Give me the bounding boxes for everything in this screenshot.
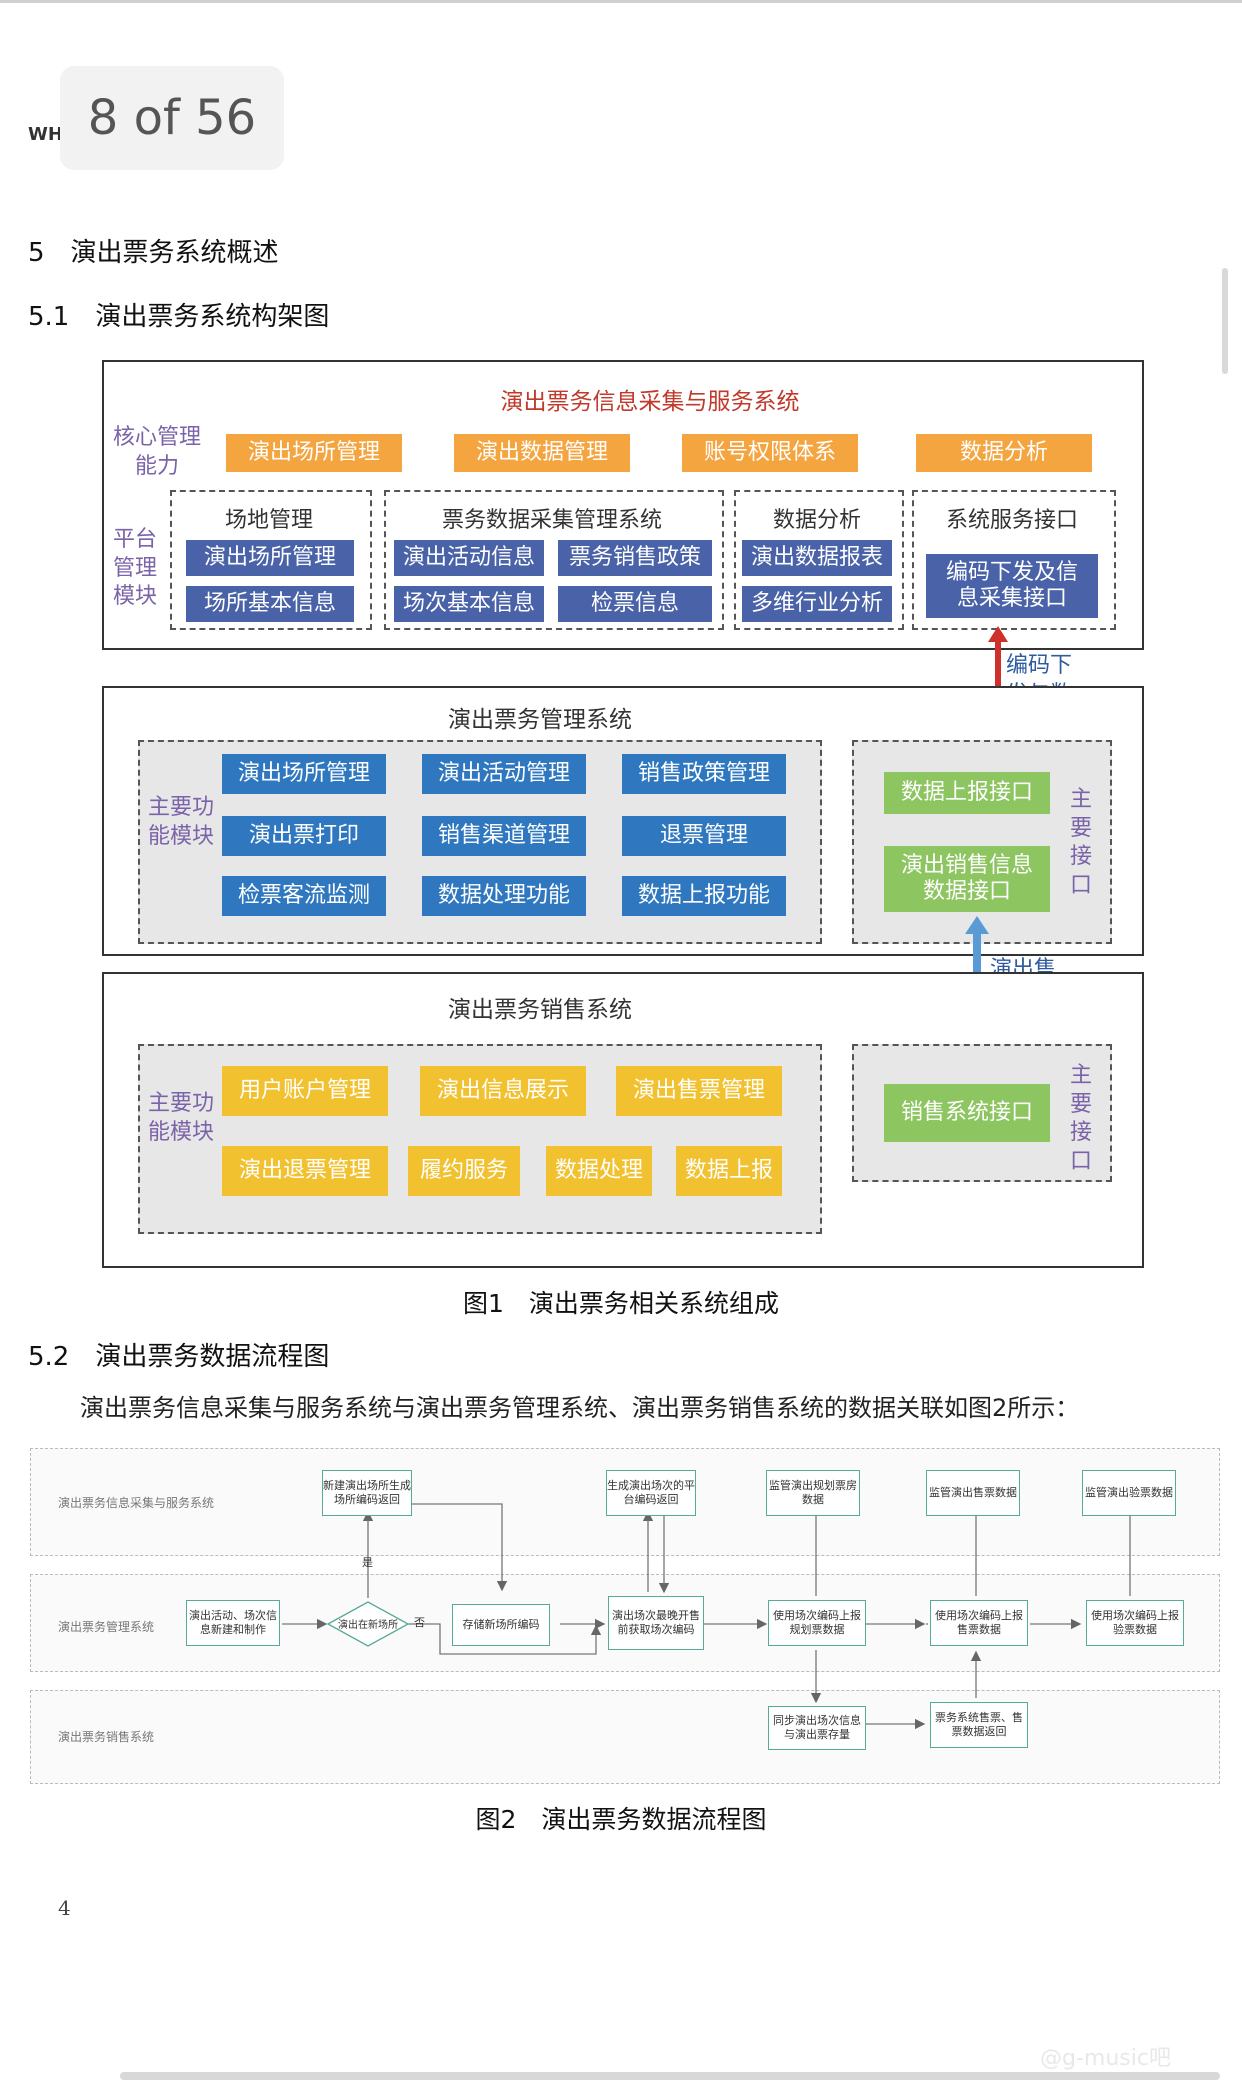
platform-item: 演出数据报表 xyxy=(742,540,892,576)
flow-box: 存储新场所编码 xyxy=(452,1604,550,1646)
lane-label: 演出票务销售系统 xyxy=(58,1730,155,1744)
lane-label: 演出票务管理系统 xyxy=(58,1620,155,1634)
sales-item: 履约服务 xyxy=(408,1146,520,1196)
flow-box: 监管演出验票数据 xyxy=(1082,1470,1176,1516)
flow-box: 新建演出场所生成场所编码返回 xyxy=(322,1470,412,1516)
mgmt-func-label: 主要功能模块 xyxy=(148,795,215,849)
section-heading-5-1: 5.1 演出票务系统构架图 xyxy=(28,302,330,332)
platform-item: 多维行业分析 xyxy=(742,586,892,622)
mgmt-item: 销售渠道管理 xyxy=(422,816,586,856)
page-number: 4 xyxy=(58,1896,71,1920)
mgmt-item: 销售政策管理 xyxy=(622,754,786,794)
platform-item: 票务销售政策 xyxy=(558,540,712,576)
platform-item: 编码下发及信息采集接口 xyxy=(926,554,1098,618)
sales-iface: 销售系统接口 xyxy=(884,1084,1050,1142)
platform-group-venue xyxy=(170,490,372,630)
mgmt-system-title: 演出票务管理系统 xyxy=(448,707,632,733)
figure1-caption: 图1 演出票务相关系统组成 xyxy=(463,1289,779,1318)
platform-item: 场次基本信息 xyxy=(394,586,544,622)
section-heading-5: 5 演出票务系统概述 xyxy=(28,238,279,268)
flow-box: 使用场次编码上报售票数据 xyxy=(930,1600,1028,1646)
lane-label: 演出票务信息采集与服务系统 xyxy=(58,1496,215,1510)
vertical-scrollbar[interactable] xyxy=(1222,268,1228,374)
mgmt-item: 数据上报功能 xyxy=(622,876,786,916)
flow-box: 演出活动、场次信息新建和制作 xyxy=(186,1600,280,1646)
figure2-caption: 图2 演出票务数据流程图 xyxy=(475,1805,767,1834)
sales-func-label: 主要功能模块 xyxy=(148,1091,215,1145)
core-label: 核心管理能力 xyxy=(112,425,201,479)
flow-box: 生成演出场次的平台编码返回 xyxy=(606,1470,696,1516)
yes-label: 是 xyxy=(362,1556,373,1569)
mgmt-item: 演出活动管理 xyxy=(422,754,586,794)
mgmt-item: 演出票打印 xyxy=(222,816,386,856)
platform-group-ticketing xyxy=(384,490,724,630)
flow-box: 演出场次最晚开售前获取场次编码 xyxy=(608,1596,704,1650)
flow-box: 同步演出场次信息与演出票存量 xyxy=(768,1706,866,1750)
flow-box: 使用场次编码上报规划票数据 xyxy=(768,1600,866,1646)
flow-box: 监管演出售票数据 xyxy=(926,1470,1020,1516)
watermark: @g-music吧 xyxy=(1040,2046,1171,2071)
platform-item: 演出场所管理 xyxy=(186,540,354,576)
platform-item: 场所基本信息 xyxy=(186,586,354,622)
group-title: 系统服务接口 xyxy=(945,508,1078,533)
platform-item: 演出活动信息 xyxy=(394,540,544,576)
decision-text: 演出在新场所 xyxy=(338,1620,398,1631)
top-divider xyxy=(0,0,1242,3)
page-indicator: 8 of 56 xyxy=(60,66,284,170)
core-item: 数据分析 xyxy=(916,434,1092,472)
header-fragment: WH, xyxy=(28,124,70,145)
group-title: 票务数据采集管理系统 xyxy=(441,508,662,533)
core-item: 账号权限体系 xyxy=(682,434,858,472)
horizontal-scrollbar[interactable] xyxy=(120,2072,1220,2080)
flow-box: 票务系统售票、售票数据返回 xyxy=(930,1702,1028,1748)
section-heading-5-2: 5.2 演出票务数据流程图 xyxy=(28,1342,330,1372)
sales-item: 演出售票管理 xyxy=(616,1066,782,1116)
flow-box: 监管演出规划票房数据 xyxy=(766,1470,860,1516)
sales-item: 演出退票管理 xyxy=(222,1146,388,1196)
sales-system-title: 演出票务销售系统 xyxy=(448,997,632,1023)
flow-connectors xyxy=(282,1502,1136,1730)
body-paragraph: 演出票务信息采集与服务系统与演出票务管理系统、演出票务销售系统的数据关联如图2所… xyxy=(80,1394,1080,1422)
mgmt-item: 检票客流监测 xyxy=(222,876,386,916)
no-label: 否 xyxy=(414,1616,425,1629)
platform-group-analysis xyxy=(734,490,904,630)
mgmt-item: 数据处理功能 xyxy=(422,876,586,916)
group-title: 场地管理 xyxy=(224,508,313,533)
mgmt-iface-label: 主要接口 xyxy=(1070,787,1093,898)
sales-item: 用户账户管理 xyxy=(222,1066,388,1116)
mgmt-iface: 数据上报接口 xyxy=(884,772,1050,814)
sales-iface-label: 主要接口 xyxy=(1070,1063,1093,1174)
mgmt-item: 演出场所管理 xyxy=(222,754,386,794)
flow-box: 使用场次编码上报验票数据 xyxy=(1086,1600,1184,1646)
core-item: 演出数据管理 xyxy=(454,434,630,472)
platform-group-interface xyxy=(912,490,1116,630)
sales-item: 数据上报 xyxy=(676,1146,782,1196)
mgmt-iface: 演出销售信息数据接口 xyxy=(884,846,1050,912)
platform-item: 检票信息 xyxy=(558,586,712,622)
group-title: 数据分析 xyxy=(772,508,861,533)
decision-diamond xyxy=(326,1601,410,1647)
core-item: 演出场所管理 xyxy=(226,434,402,472)
mgmt-item: 退票管理 xyxy=(622,816,786,856)
platform-label: 平台管理模块 xyxy=(112,527,157,610)
sales-item: 演出信息展示 xyxy=(420,1066,586,1116)
top-system-title: 演出票务信息采集与服务系统 xyxy=(500,389,800,415)
sales-item: 数据处理 xyxy=(546,1146,652,1196)
